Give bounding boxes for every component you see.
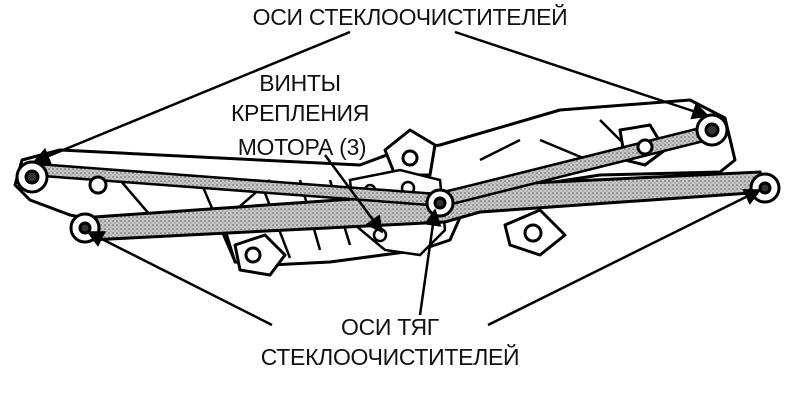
label-motor-screws-line1: ВИНТЫ — [259, 70, 341, 96]
label-motor-screws-line2: КРЕПЛЕНИЯ — [230, 100, 370, 126]
callout-arrows — [32, 30, 762, 327]
label-motor-screws-line3: МОТОРА (3) — [237, 134, 367, 160]
label-link-axes-line1: ОСИ ТЯГ — [341, 314, 439, 340]
label-link-axes-line2: СТЕКЛООЧИСТИТЕЛЕЙ — [260, 344, 520, 370]
label-wiper-axes: ОСИ СТЕКЛООЧИСТИТЕЛЕЙ — [252, 4, 568, 30]
